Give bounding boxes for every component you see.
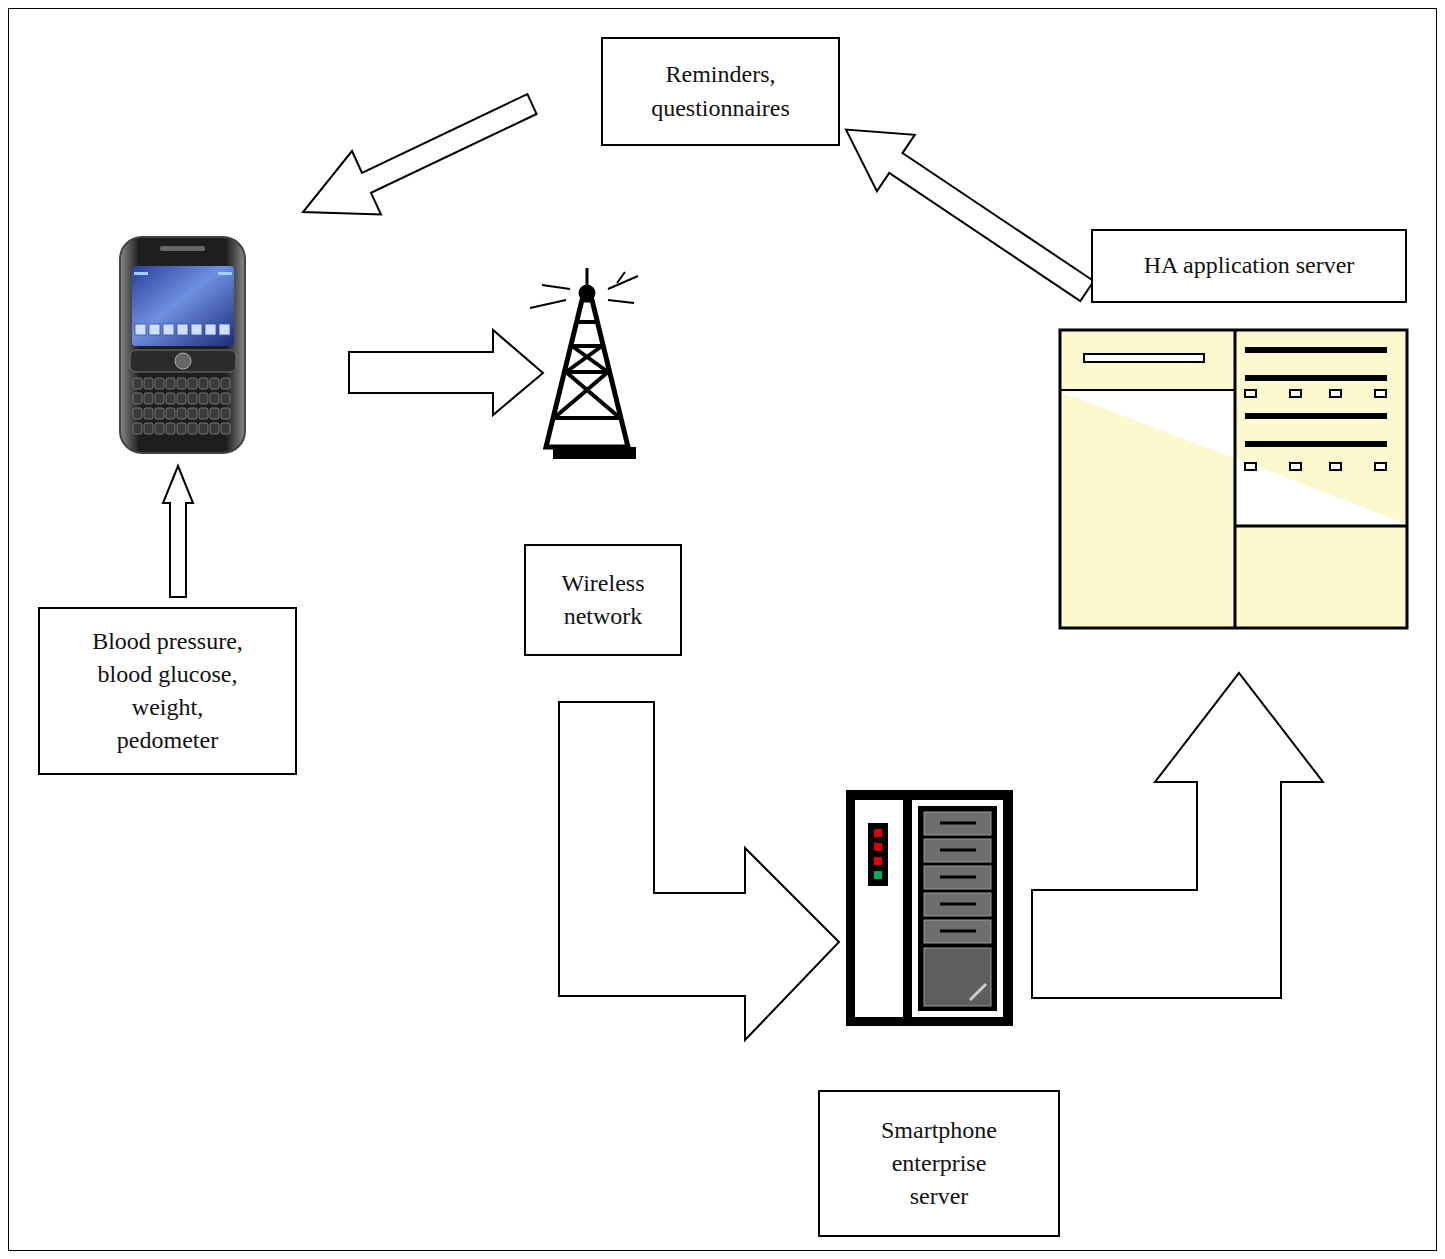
phone-key	[210, 378, 219, 389]
server-drawer	[924, 893, 991, 916]
block-arrow	[349, 330, 543, 415]
block-arrow	[1032, 673, 1323, 998]
box-text: Smartphone enterprise server	[861, 1114, 1017, 1213]
server-drawer	[924, 812, 991, 835]
phone-key	[166, 378, 175, 389]
server-rack-icon	[846, 790, 1013, 1026]
phone-key	[144, 408, 153, 419]
phone-key	[155, 423, 164, 434]
drawer-handle	[940, 930, 976, 933]
phone-key	[188, 408, 197, 419]
phone-key	[177, 378, 186, 389]
phone-key	[221, 408, 230, 419]
phone-key	[199, 393, 208, 404]
phone-key	[144, 378, 153, 389]
phone-key	[133, 378, 142, 389]
phone-key	[210, 408, 219, 419]
network-label-box: Wireless network	[524, 544, 682, 656]
server-drawer	[924, 920, 991, 943]
box-text: Reminders, questionnaires	[617, 58, 824, 124]
phone-key	[177, 408, 186, 419]
server-drawer	[924, 839, 991, 862]
phone-key	[144, 393, 153, 404]
phone-key	[166, 408, 175, 419]
phone-key	[221, 393, 230, 404]
phone-key	[166, 393, 175, 404]
block-arrow	[846, 130, 1094, 301]
phone-key	[155, 393, 164, 404]
output-box: Reminders, questionnaires	[601, 37, 840, 146]
smartphone-icon	[120, 237, 245, 453]
phone-key	[133, 408, 142, 419]
phone-key	[155, 378, 164, 389]
phone-key	[133, 423, 142, 434]
block-arrow	[559, 702, 839, 1040]
phone-key	[155, 408, 164, 419]
box-text: HA application server	[1144, 249, 1355, 282]
phone-key	[221, 423, 230, 434]
drawer-handle	[940, 903, 976, 906]
radio-tower-icon	[530, 268, 638, 459]
phone-key	[188, 378, 197, 389]
block-arrow	[303, 94, 537, 215]
phone-key	[177, 393, 186, 404]
phone-key	[188, 393, 197, 404]
application-window-icon	[1060, 330, 1407, 628]
drawer-handle	[940, 822, 976, 825]
input-box: Blood pressure, blood glucose, weight, p…	[38, 607, 297, 775]
phone-key	[210, 423, 219, 434]
phone-key	[199, 408, 208, 419]
phone-key	[177, 423, 186, 434]
server-label-box: HA application server	[1091, 229, 1407, 303]
box-text: Blood pressure, blood glucose, weight, p…	[79, 625, 256, 757]
drawer-handle	[940, 876, 976, 879]
drawer-handle	[940, 849, 976, 852]
box-text: Wireless network	[534, 567, 672, 633]
phone-key	[199, 423, 208, 434]
phone-key	[188, 423, 197, 434]
server-drawer	[924, 866, 991, 889]
phone-key	[210, 393, 219, 404]
phone-key	[144, 423, 153, 434]
phone-key	[133, 393, 142, 404]
phone-key	[199, 378, 208, 389]
phone-key	[166, 423, 175, 434]
server-label-box: Smartphone enterprise server	[818, 1090, 1060, 1237]
block-arrow	[163, 466, 193, 597]
phone-key	[221, 378, 230, 389]
